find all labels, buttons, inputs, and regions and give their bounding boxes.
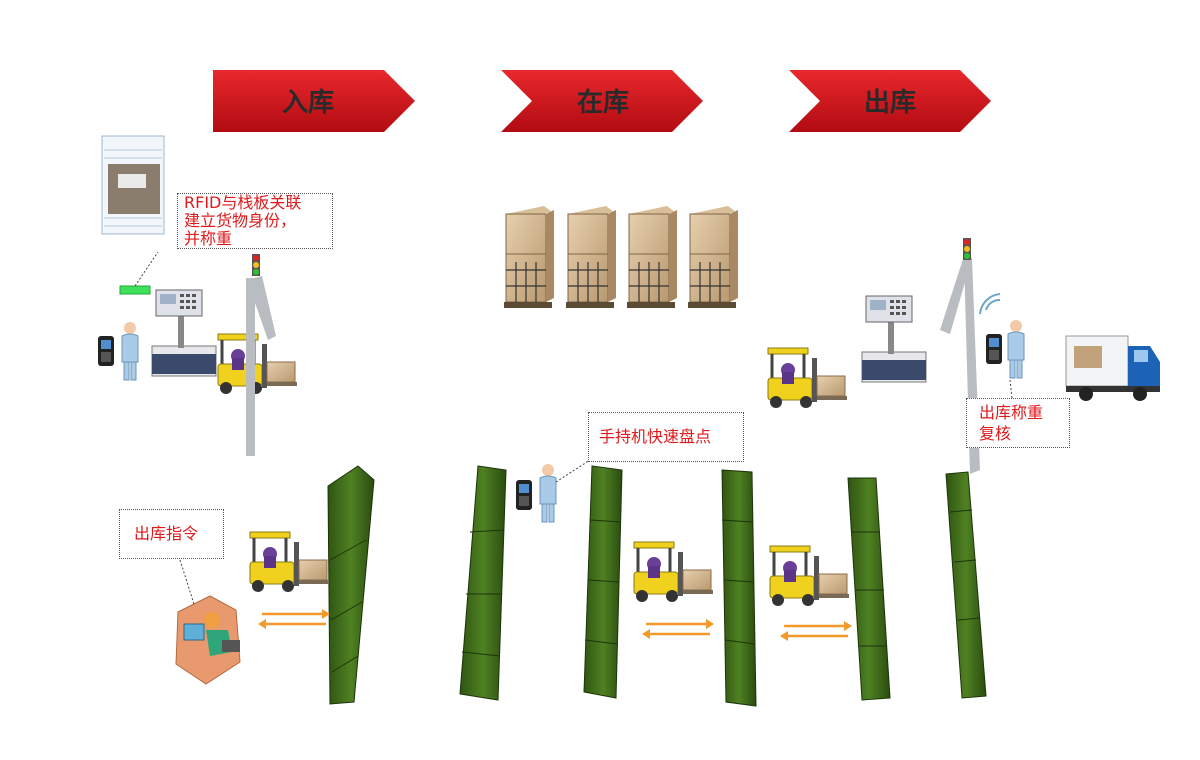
worker-icon [540,464,556,522]
rfid-callout-line [135,252,158,286]
storage-rack [460,466,506,700]
worker-icon [122,322,138,380]
pallet-icon [688,206,738,308]
pallet-icon [627,206,677,308]
rfid-tag-icon [120,286,150,294]
stage-label-storage: 在库 [577,88,629,118]
stage-arrow-outbound: 出库 [789,70,991,132]
storage-rack [848,478,890,700]
flow-arrows-icon [642,619,714,639]
handheld-scanner-icon [98,336,114,366]
storage-rack [328,466,374,704]
flow-arrows-icon [258,609,330,629]
worker-icon [1008,320,1024,378]
weighing-scale-icon [862,296,926,382]
outbound-weigh-label: 出库称重 复核 [966,398,1070,448]
inventory-label: 手持机快速盘点 [588,412,744,462]
instruction-callout-line [180,560,194,604]
stage-arrow-inbound: 入库 [213,70,415,132]
stage-arrow-storage: 在库 [501,70,703,132]
handheld-scanner-icon [986,334,1002,364]
forklift-icon [218,334,297,394]
outbound-instruction-label: 出库指令 [119,509,224,559]
forklift-icon [634,542,713,602]
storage-rack [722,470,756,706]
stage-label-outbound: 出库 [864,88,916,118]
forklift-icon [250,532,329,592]
rfid-association-label: RFID与栈板关联 建立货物身份， 并称重 [177,193,333,249]
delivery-truck-icon [1066,336,1160,401]
inventory-callout-line [556,460,590,482]
flow-arrows-icon [780,621,852,641]
handheld-scanner-icon [516,480,532,510]
outbound-weigh-callout-line [1010,380,1012,398]
operator-terminal-icon [176,596,240,684]
rfid-gate-inbound [246,254,276,456]
pallet-icon [566,206,616,308]
forklift-icon [768,348,847,408]
stage-label-inbound: 入库 [282,88,334,118]
weighing-scale-icon [152,290,216,376]
wireless-signal-icon [980,294,1000,314]
pallet-icon [504,206,554,308]
storage-rack [584,466,622,698]
rfid-tag-card-image [102,136,164,234]
storage-rack [946,472,986,698]
forklift-icon [770,546,849,606]
